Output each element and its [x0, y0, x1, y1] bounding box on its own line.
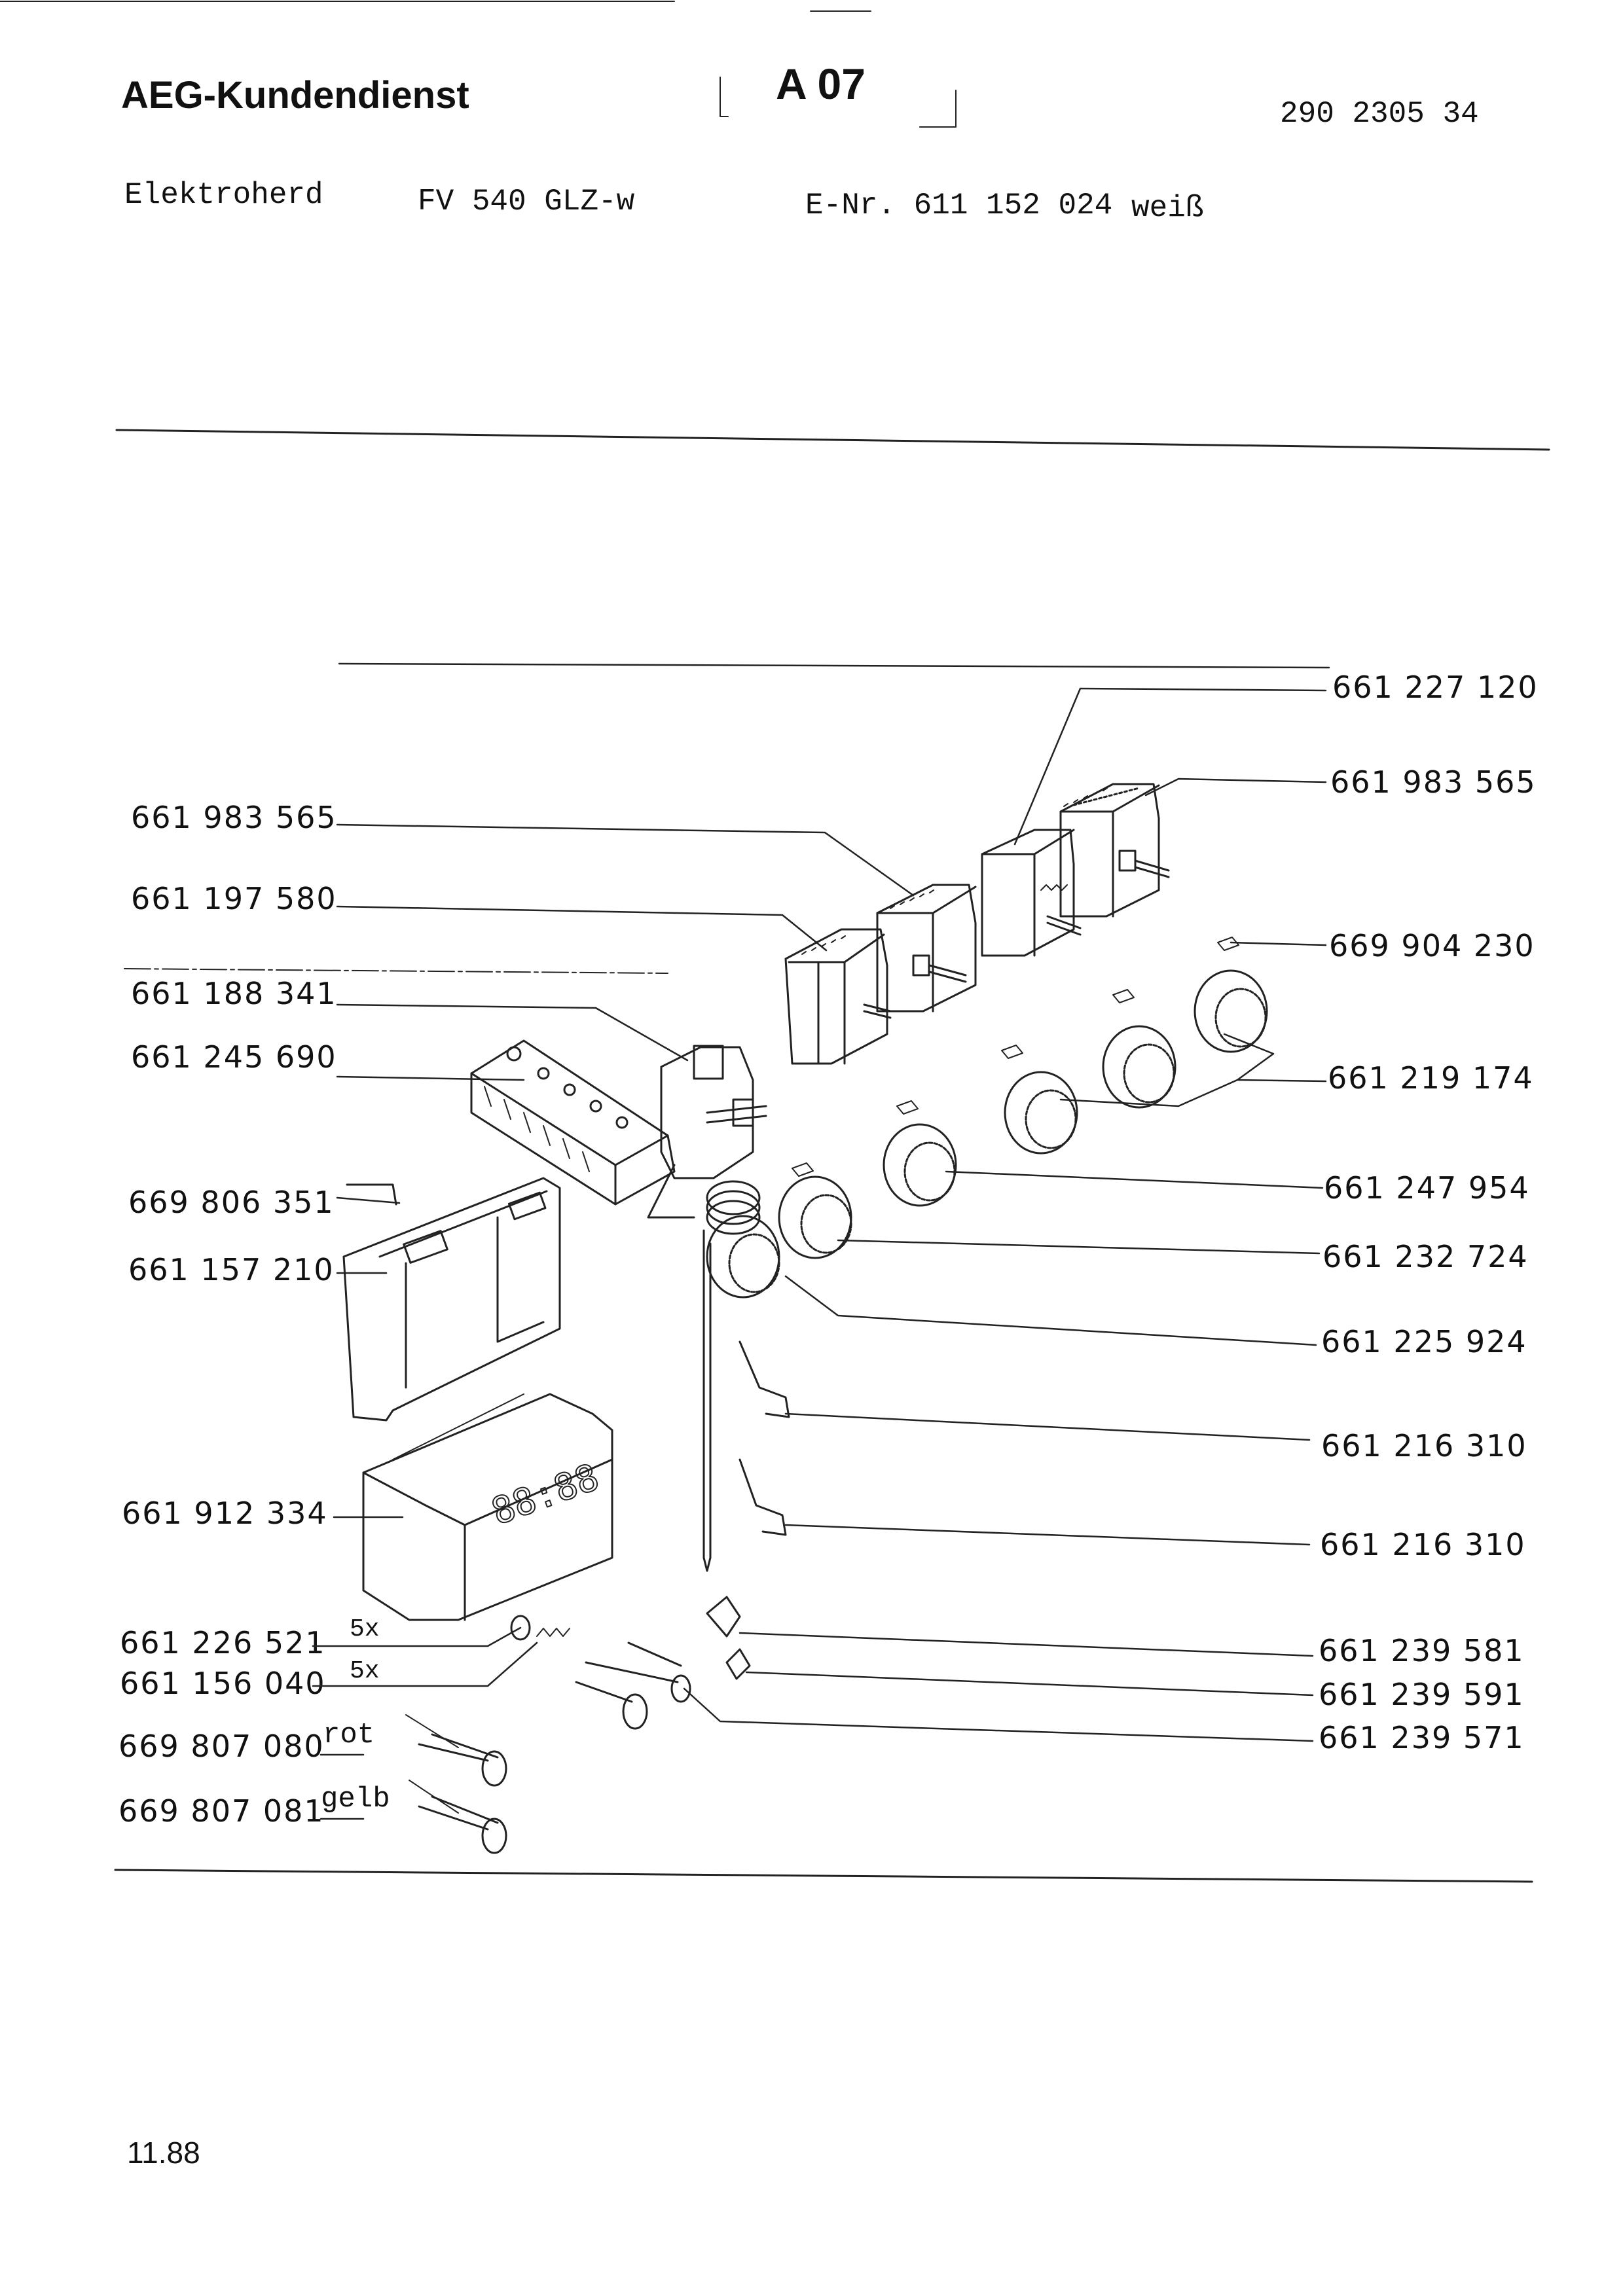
leader-lines-right — [683, 687, 1327, 1742]
part-label: 661 245 690 — [131, 1039, 337, 1075]
wire-color-label: gelb — [321, 1783, 390, 1816]
part-label: 669 807 080 — [119, 1729, 325, 1764]
part-label: 661 225 924 — [1321, 1324, 1527, 1359]
part-label: 661 247 954 — [1324, 1170, 1530, 1206]
quantity-note: 5x — [350, 1615, 380, 1643]
part-label: 661 156 040 — [120, 1666, 326, 1701]
control-knobs — [706, 937, 1268, 1299]
part-label: 661 227 120 — [1332, 670, 1539, 705]
part-label: 661 912 334 — [122, 1496, 328, 1531]
diagram-bottom-rule — [114, 1869, 1533, 1883]
appliance-model: FV 540 GLZ-w — [418, 185, 635, 219]
appliance-type: Elektroherd — [124, 178, 323, 212]
part-label: 669 806 351 — [128, 1185, 335, 1220]
e-number: E-Nr. 611 152 024 — [805, 188, 1113, 223]
header-rule — [115, 429, 1550, 451]
thermostat — [647, 1045, 767, 1572]
part-label: 661 239 581 — [1319, 1633, 1525, 1668]
footer-date: 11.88 — [127, 2136, 200, 2170]
terminal-block — [470, 1039, 676, 1206]
part-label: 661 239 571 — [1319, 1720, 1525, 1755]
part-label: 661 188 341 — [131, 976, 337, 1011]
part-label: 661 197 580 — [131, 881, 337, 916]
appliance-color: weiß — [1131, 191, 1204, 225]
part-label: 661 216 310 — [1320, 1527, 1526, 1562]
part-label: 661 983 565 — [131, 800, 337, 835]
company-name: AEG-Kundendienst — [121, 74, 469, 117]
part-label: 661 983 565 — [1330, 764, 1537, 800]
clock-display-digits: 88:88 — [486, 1456, 605, 1534]
part-label: 661 219 174 — [1328, 1060, 1534, 1096]
clock-display-module: 88:88 — [362, 1393, 613, 1621]
part-label: 669 807 081 — [119, 1793, 325, 1829]
part-label: 661 239 591 — [1319, 1677, 1525, 1712]
header-marks — [0, 1, 957, 128]
diagram-top-rule — [338, 662, 1330, 669]
rotary-switch-modules — [784, 783, 1170, 1065]
wire-color-label: rot — [323, 1719, 375, 1751]
part-label: 661 157 210 — [128, 1252, 335, 1287]
part-label: 661 216 310 — [1321, 1428, 1527, 1463]
page-code: A 07 — [776, 60, 866, 108]
spring-clips — [739, 1340, 790, 1536]
small-parts — [405, 1596, 751, 1854]
quantity-note: 5x — [350, 1657, 380, 1685]
part-label: 661 226 521 — [120, 1625, 326, 1660]
diagram-rule-2 — [124, 968, 668, 974]
leader-lines-left — [312, 823, 915, 1820]
doc-number: 290 2305 34 — [1280, 97, 1479, 131]
cover-frame — [342, 1177, 561, 1422]
part-label: 661 232 724 — [1322, 1239, 1529, 1274]
part-label: 669 904 230 — [1329, 928, 1535, 963]
